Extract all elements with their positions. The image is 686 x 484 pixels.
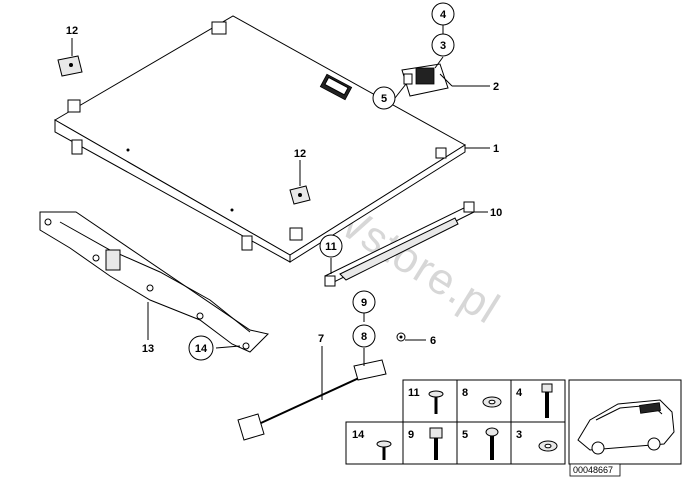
leader-lines	[71, 25, 490, 400]
svg-text:2: 2	[493, 81, 499, 93]
svg-text:5: 5	[462, 429, 468, 441]
callout-1: 1	[493, 143, 499, 155]
callout-4: 4	[431, 2, 455, 26]
svg-text:9: 9	[408, 429, 414, 441]
svg-text:14: 14	[195, 343, 208, 355]
callout-5: 5	[372, 86, 396, 110]
svg-text:7: 7	[318, 333, 324, 345]
cover-panel	[54, 15, 466, 263]
reference-number: 00048667	[569, 463, 621, 477]
svg-text:3: 3	[516, 429, 522, 441]
callout-9: 9	[352, 290, 376, 314]
legend-cell-11: 11	[408, 387, 444, 414]
svg-text:11: 11	[408, 387, 420, 399]
nut	[396, 332, 406, 342]
svg-text:4: 4	[516, 387, 523, 399]
callout-12-middle: 12	[294, 148, 306, 160]
svg-text:13: 13	[142, 343, 154, 355]
legend-cell-5: 5	[462, 427, 499, 460]
svg-text:11: 11	[325, 241, 337, 253]
legend-cell-8: 8	[462, 387, 502, 408]
callout-6: 6	[430, 335, 436, 347]
clip-middle	[289, 185, 311, 205]
svg-text:6: 6	[430, 335, 436, 347]
callout-14: 14	[188, 335, 214, 361]
svg-text:14: 14	[352, 429, 365, 441]
callout-7: 7	[318, 333, 324, 345]
svg-text:4: 4	[440, 9, 447, 21]
legend-cell-4: 4	[516, 383, 553, 418]
callout-3: 3	[431, 33, 455, 57]
svg-text:1: 1	[493, 143, 499, 155]
svg-text:3: 3	[440, 40, 446, 52]
svg-text:12: 12	[294, 148, 306, 160]
legend-cell-14: 14	[352, 429, 392, 460]
svg-text:8: 8	[361, 331, 367, 343]
callout-13: 13	[142, 343, 154, 355]
svg-text:12: 12	[66, 25, 78, 37]
legend-cell-3: 3	[516, 429, 558, 452]
rod	[237, 359, 387, 441]
callout-11: 11	[319, 234, 343, 258]
vehicle-thumbnail	[568, 379, 682, 465]
svg-text:5: 5	[381, 93, 387, 105]
callout-12-top: 12	[66, 25, 78, 37]
legend-cell-9: 9	[408, 427, 443, 460]
svg-text:9: 9	[361, 297, 367, 309]
svg-text:8: 8	[462, 387, 468, 399]
clip-top-left	[57, 55, 83, 77]
hinge-bracket	[401, 63, 453, 97]
side-bracket	[39, 211, 269, 353]
svg-text:00048667: 00048667	[573, 465, 613, 475]
svg-text:10: 10	[490, 207, 502, 219]
rail	[324, 201, 475, 287]
callout-2: 2	[493, 81, 499, 93]
callout-10: 10	[490, 207, 502, 219]
fastener-legend: 11 8 4 14 9 5 3	[345, 379, 566, 465]
callout-8: 8	[352, 324, 376, 348]
